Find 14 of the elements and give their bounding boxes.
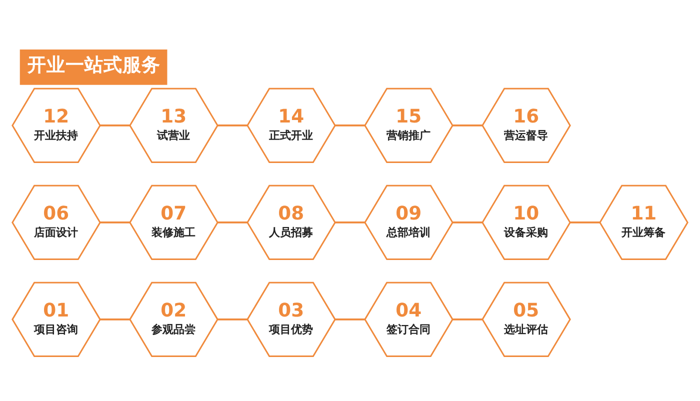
connector	[452, 221, 482, 223]
connector	[335, 221, 365, 223]
connector	[100, 318, 130, 320]
connector	[335, 318, 365, 320]
connector	[218, 124, 248, 126]
connector	[452, 124, 482, 126]
connector	[452, 318, 482, 320]
connector	[335, 124, 365, 126]
connector	[100, 124, 130, 126]
diagram-title: 开业一站式服务	[27, 54, 160, 76]
connector	[218, 221, 248, 223]
connector	[100, 221, 130, 223]
connector	[218, 318, 248, 320]
connector	[570, 221, 600, 223]
